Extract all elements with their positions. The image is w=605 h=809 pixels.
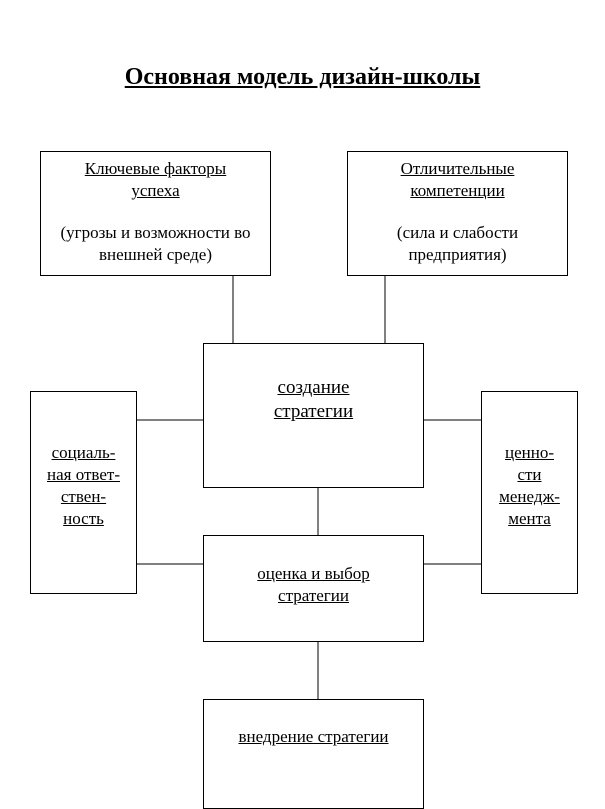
social-line4: ность bbox=[63, 509, 104, 528]
key-factors-desc-line1: (угрозы и возможности во bbox=[60, 223, 251, 242]
create-strategy-line1: создание bbox=[277, 377, 350, 398]
values-line3: менедж- bbox=[499, 487, 560, 506]
evaluate-strategy-box: оценка и выбор стратегии bbox=[203, 535, 424, 642]
create-strategy-line2: стратегии bbox=[273, 401, 354, 422]
competencies-desc-line2: предприятия) bbox=[408, 245, 507, 264]
social-line3: ствен- bbox=[60, 487, 107, 506]
values-line2: сти bbox=[517, 465, 542, 484]
social-responsibility-box: социаль- ная ответ- ствен- ность bbox=[30, 391, 137, 594]
evaluate-line1: оценка и выбор bbox=[257, 564, 370, 583]
management-values-box: ценно- сти менедж- мента bbox=[481, 391, 578, 594]
values-line4: мента bbox=[508, 509, 551, 528]
key-factors-desc-line2: внешней среде) bbox=[99, 245, 212, 264]
competencies-desc-line1: (сила и слабости bbox=[396, 223, 519, 242]
competencies-box: Отличительные компетенции (сила и слабос… bbox=[347, 151, 568, 276]
competencies-heading-line2: компетенции bbox=[410, 181, 505, 200]
evaluate-line2: стратегии bbox=[278, 586, 349, 605]
key-factors-heading-line2: успеха bbox=[131, 181, 180, 200]
create-strategy-box: создание стратегии bbox=[203, 343, 424, 488]
diagram-title: Основная модель дизайн-школы bbox=[124, 64, 481, 90]
competencies-heading-line1: Отличительные bbox=[400, 159, 515, 178]
key-factors-box: Ключевые факторы успеха (угрозы и возмож… bbox=[40, 151, 271, 276]
social-line2: ная ответ- bbox=[47, 465, 120, 484]
implement-line1: внедрение стратегии bbox=[238, 727, 389, 746]
key-factors-heading-line1: Ключевые факторы bbox=[84, 159, 227, 178]
implement-strategy-box: внедрение стратегии bbox=[203, 699, 424, 809]
values-line1: ценно- bbox=[505, 443, 554, 462]
social-line1: социаль- bbox=[51, 443, 116, 462]
